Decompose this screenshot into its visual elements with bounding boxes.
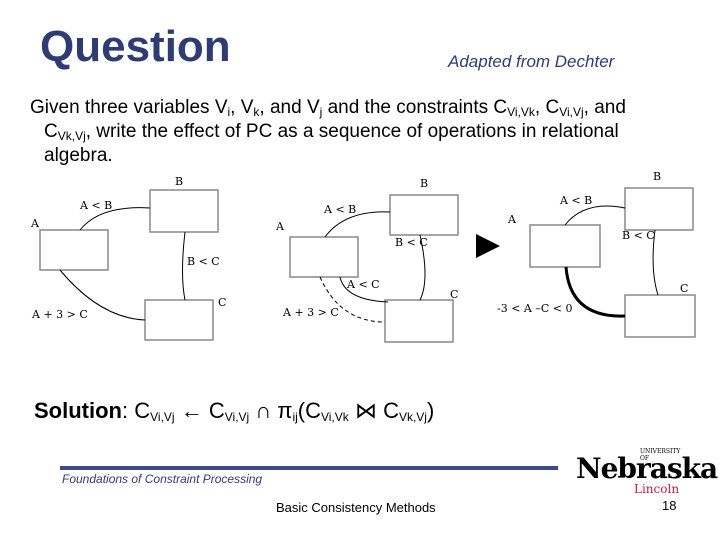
logo-name: Nebraska bbox=[576, 452, 718, 485]
footer-rule bbox=[60, 466, 558, 470]
right-label-ac: -3 < A –C < 0 bbox=[497, 302, 573, 315]
left-node-b bbox=[149, 189, 219, 233]
middle-node-a bbox=[289, 236, 359, 278]
middle-label-ac: A + 3 > C bbox=[282, 306, 339, 319]
middle-label-bc: B < C bbox=[395, 236, 428, 249]
solution-formula: Solution: CVi,Vj ← CVi,Vj ∩ πij(CVi,Vk ⋈… bbox=[34, 398, 435, 424]
left-edge-bc bbox=[182, 231, 186, 301]
logo-university: UNIVERSITY OF bbox=[640, 448, 681, 462]
left-label-c: C bbox=[218, 296, 226, 309]
middle-label-c: C bbox=[450, 288, 458, 301]
right-label-ab: A < B bbox=[559, 194, 592, 207]
right-edge-ac bbox=[564, 266, 626, 318]
left-label-a: A bbox=[30, 217, 40, 230]
right-edge-ab bbox=[564, 205, 626, 226]
middle-node-c bbox=[384, 299, 454, 343]
right-node-a bbox=[529, 224, 601, 268]
middle-label-b: B bbox=[420, 177, 428, 190]
right-edge-bc bbox=[652, 229, 659, 296]
middle-node-b bbox=[389, 194, 459, 236]
right-label-bc: B < C bbox=[622, 229, 655, 242]
middle-edge-bc bbox=[419, 234, 426, 301]
attribution: Adapted from Dechter bbox=[448, 52, 615, 71]
middle-edge-ac-derived bbox=[339, 276, 389, 303]
left-label-ab: A < B bbox=[79, 199, 112, 212]
right-label-b: B bbox=[653, 170, 661, 183]
university-logo: UNIVERSITY OF Nebraska Lincoln bbox=[574, 448, 718, 496]
middle-label-ab: A < B bbox=[323, 203, 356, 216]
left-label-b: B bbox=[175, 175, 183, 188]
left-label-ac: A + 3 > C bbox=[31, 308, 88, 321]
page-number: 18 bbox=[662, 498, 677, 513]
right-label-a: A bbox=[507, 213, 517, 226]
question-text: Given three variables Vi, Vk, and Vj and… bbox=[30, 97, 626, 166]
left-edge-ac bbox=[59, 269, 146, 321]
middle-edge-ab bbox=[324, 211, 391, 238]
right-node-b bbox=[624, 187, 694, 231]
left-label-bc: B < C bbox=[187, 255, 220, 268]
footer-course: Foundations of Constraint Processing bbox=[62, 472, 263, 486]
left-node-c bbox=[144, 299, 214, 341]
middle-edge-ac bbox=[319, 276, 386, 323]
right-node-c bbox=[624, 294, 696, 338]
middle-label-ac-derived: A < C bbox=[346, 278, 380, 291]
left-edge-ab bbox=[79, 207, 151, 231]
slide-title: Question bbox=[40, 22, 231, 71]
left-node-a bbox=[39, 229, 109, 271]
footer-topic: Basic Consistency Methods bbox=[276, 500, 436, 515]
logo-city: Lincoln bbox=[634, 482, 680, 496]
middle-label-a: A bbox=[275, 220, 285, 233]
right-label-c: C bbox=[680, 282, 688, 295]
